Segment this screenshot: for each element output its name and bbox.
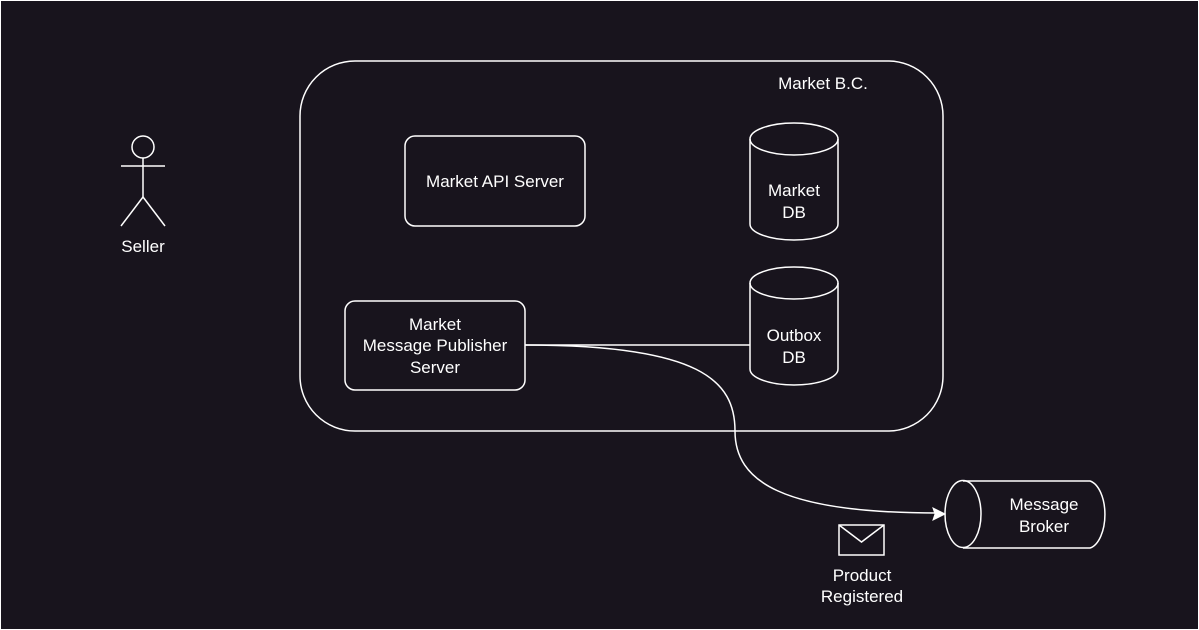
publisher-label-line1: Market	[409, 315, 461, 334]
broker-label-line2: Broker	[1019, 517, 1069, 536]
message-publisher-server[interactable]: Market Message Publisher Server	[344, 300, 526, 391]
market-db-label-line2: DB	[782, 203, 806, 222]
market-db-label-line1: Market	[768, 181, 820, 200]
outbox-db-label-line2: DB	[782, 348, 806, 367]
market-db[interactable]: Market DB	[749, 122, 839, 241]
market-api-server[interactable]: Market API Server	[404, 135, 586, 227]
publisher-broker-arrow	[524, 344, 938, 514]
envelope-icon	[838, 524, 885, 556]
message-label-line2: Registered	[821, 587, 903, 606]
database-cylinder-icon	[749, 122, 839, 241]
publisher-label-line2: Message Publisher	[363, 336, 508, 355]
database-cylinder-icon	[749, 266, 839, 386]
seller-label: Seller	[121, 237, 165, 256]
bounded-context-label: Market B.C.	[778, 74, 868, 93]
message-label-line1: Product	[833, 566, 892, 585]
arrowhead-icon	[932, 507, 947, 521]
seller-actor[interactable]: Seller	[120, 135, 166, 256]
outbox-db[interactable]: Outbox DB	[749, 266, 839, 386]
publisher-label-line3: Server	[410, 358, 460, 377]
queue-cylinder-icon	[944, 479, 1106, 549]
broker-label-line1: Message	[1010, 495, 1079, 514]
stick-figure-icon	[120, 135, 166, 227]
api-server-label: Market API Server	[426, 172, 564, 191]
outbox-db-label-line1: Outbox	[767, 326, 822, 345]
market-bounded-context[interactable]: Market B.C.	[299, 60, 944, 432]
message-broker[interactable]: Message Broker	[944, 479, 1106, 549]
product-registered-message[interactable]: Product Registered	[821, 524, 903, 606]
